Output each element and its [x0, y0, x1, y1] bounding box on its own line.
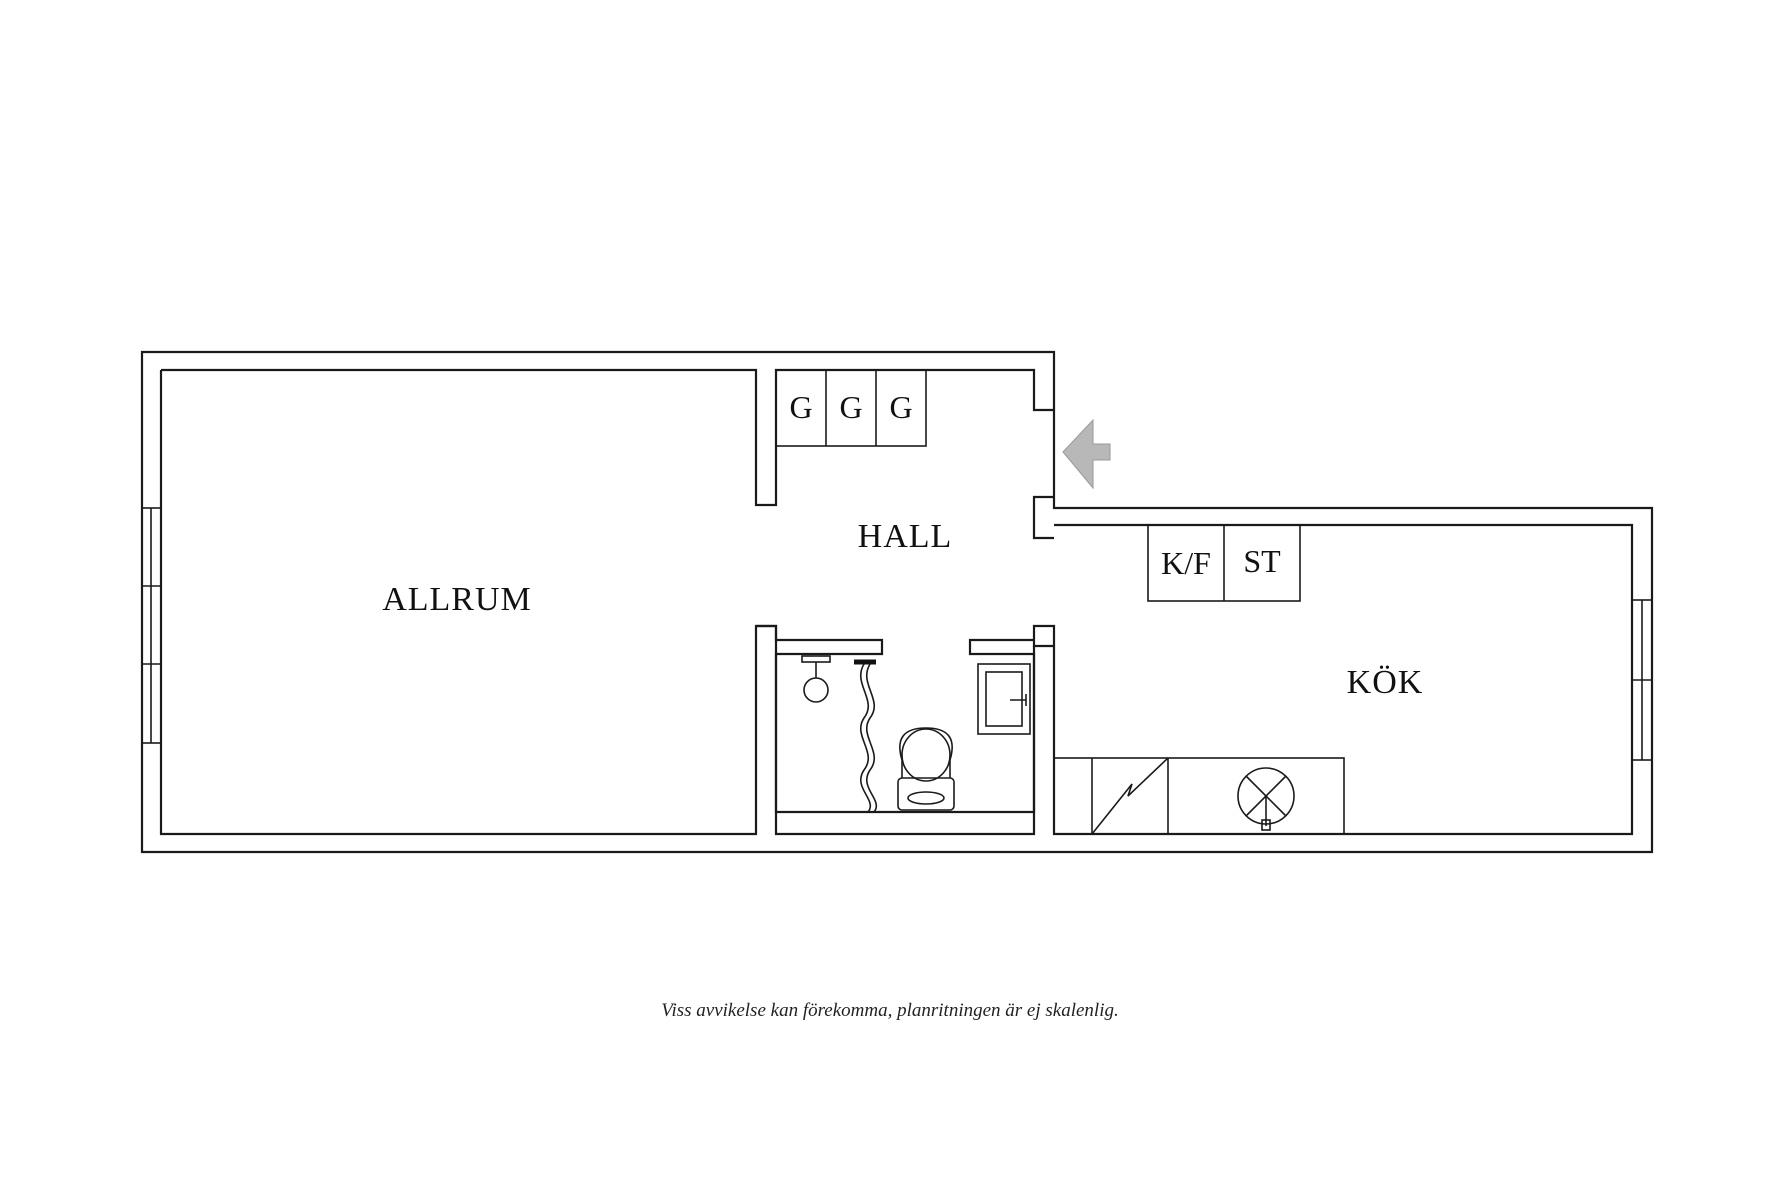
room-label-hall: HALL: [858, 518, 953, 555]
shower-curtain-icon: [854, 659, 877, 813]
dishwasher-icon: [1091, 757, 1169, 835]
entrance-arrow-icon: [1062, 418, 1111, 490]
bathroom: [756, 624, 1036, 814]
closet-label-2: G: [839, 389, 862, 425]
kitchen-units: K/F ST: [1147, 524, 1301, 602]
toilet-icon: [897, 727, 955, 811]
stove-label: ST: [1243, 543, 1281, 579]
fridge-freezer-label: K/F: [1161, 545, 1211, 581]
closet-label-1: G: [789, 389, 812, 425]
right-window: [1631, 599, 1653, 761]
kitchen-counter: [1053, 757, 1345, 835]
room-label-allrum: ALLRUM: [382, 581, 532, 618]
room-label-kok: KÖK: [1347, 664, 1424, 701]
bathroom-sink-icon: [977, 663, 1031, 735]
closets: G G G: [775, 369, 927, 447]
outer-walls: [140, 350, 1654, 854]
disclaimer-text: Viss avvikelse kan förekomma, planritnin…: [661, 1000, 1119, 1021]
shower-icon: [801, 655, 831, 703]
kitchen-sink-icon: [1237, 767, 1295, 831]
left-window: [141, 507, 162, 744]
closet-label-3: G: [889, 389, 912, 425]
